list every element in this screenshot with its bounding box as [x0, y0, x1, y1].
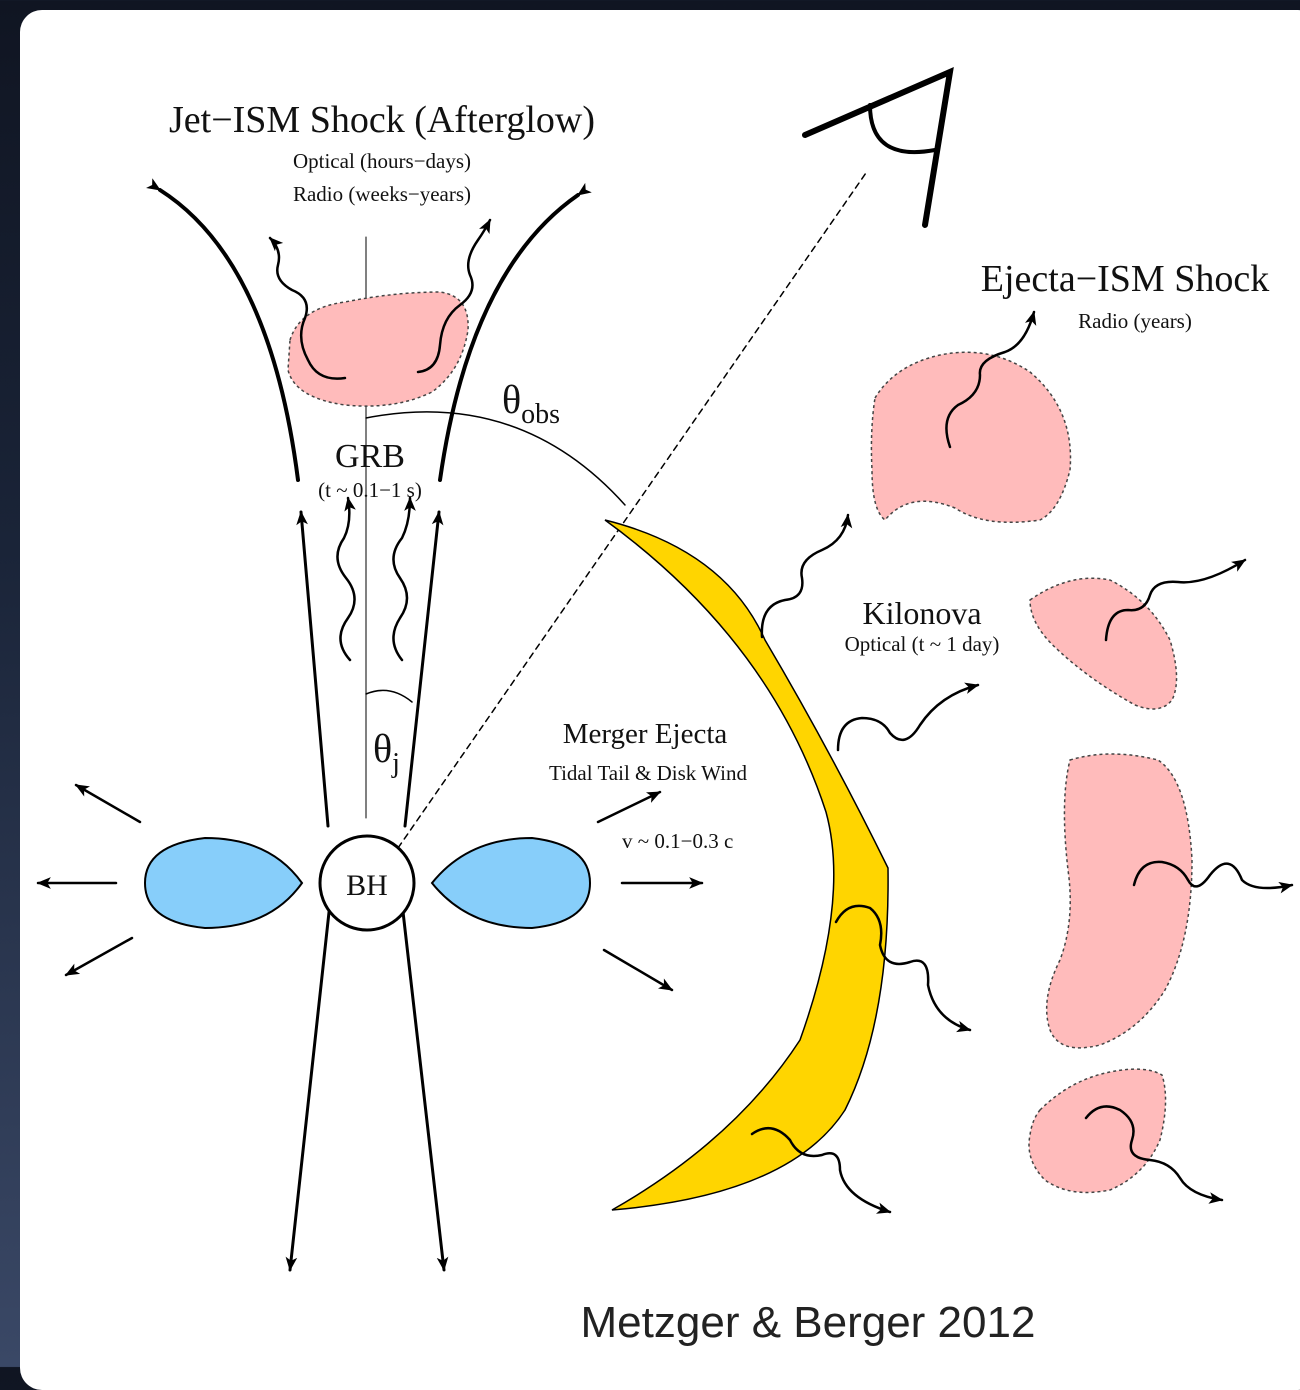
kilonova-optical-label: Optical (t ~ 1 day)	[845, 632, 1000, 656]
grb-jet-arrow-left	[301, 512, 328, 826]
merger-ejecta-crescent	[605, 520, 888, 1210]
theta-j-label: θj	[373, 726, 400, 779]
velocity-label: v ~ 0.1−0.3 c	[622, 829, 733, 853]
observer-eye-icon	[805, 72, 950, 225]
bh-label: BH	[346, 869, 388, 902]
jet-shock-optical-label: Optical (hours−days)	[293, 149, 471, 173]
disk-wind-arrow-right-up	[598, 792, 660, 822]
kilonova-wavy-arrow-2	[838, 685, 978, 750]
kilonova-diagram: Jet−ISM Shock (Afterglow) Optical (hours…	[20, 10, 1300, 1390]
grb-time-label: (t ~ 0.1−1 s)	[318, 478, 422, 502]
jet-shock-title: Jet−ISM Shock (Afterglow)	[169, 99, 595, 141]
disk-wind-arrow-left-down	[66, 938, 132, 975]
theta-obs-label: θobs	[502, 377, 560, 430]
disk-wind-lobe-left	[145, 838, 302, 928]
counterjet-arrow-right	[402, 903, 444, 1270]
merger-ejecta-title: Merger Ejecta	[563, 718, 728, 750]
citation: Metzger & Berger 2012	[581, 1298, 1036, 1347]
disk-wind-arrow-right-down	[604, 950, 672, 990]
jet-shock-radio-label: Radio (weeks−years)	[293, 182, 471, 206]
grb-label: GRB	[335, 438, 405, 475]
disk-wind-lobe-right	[432, 838, 590, 928]
grb-wavy-arrow-left	[337, 498, 354, 660]
ejecta-shock-blob-3	[1047, 754, 1192, 1048]
observer-eye-lid	[870, 105, 935, 152]
jet-shock-region	[288, 292, 468, 406]
ejecta-shock-title: Ejecta−ISM Shock	[981, 258, 1269, 300]
grb-jet-arrow-right	[405, 512, 439, 826]
ejecta-shock-blob-1	[871, 352, 1070, 522]
ejecta-shock-blob-4	[1029, 1069, 1166, 1192]
diagram-card: Jet−ISM Shock (Afterglow) Optical (hours…	[20, 10, 1300, 1390]
ejecta-shock-blob-2	[1030, 578, 1177, 709]
disk-wind-arrow-left-up	[76, 785, 140, 822]
grb-wavy-arrow-right	[393, 498, 410, 660]
jet-left-wall	[160, 190, 298, 480]
theta-j-arc	[366, 690, 412, 702]
ejecta-shock-radio-label: Radio (years)	[1078, 309, 1192, 333]
merger-ejecta-subtitle: Tidal Tail & Disk Wind	[549, 761, 747, 785]
kilonova-label: Kilonova	[862, 595, 981, 631]
counterjet-arrow-left	[290, 903, 330, 1270]
kilonova-wavy-arrow-1	[762, 515, 848, 637]
